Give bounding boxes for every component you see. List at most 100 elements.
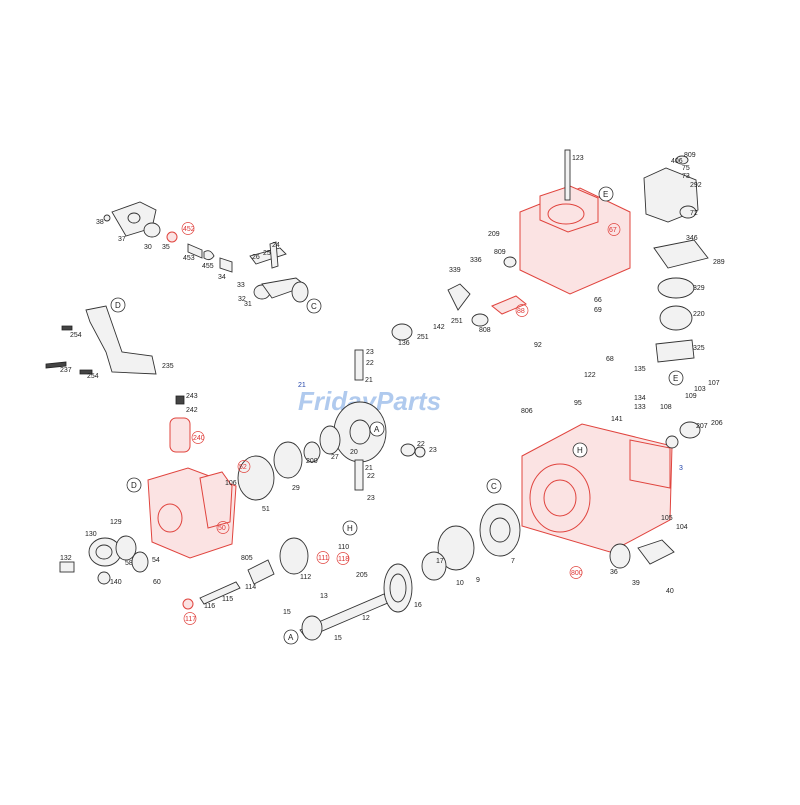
part-number-label: 132 [60, 555, 72, 562]
red-callout-ring [216, 521, 230, 534]
part-number-label: 69 [594, 307, 602, 314]
assembly-ref-label: E [673, 374, 678, 383]
part-number-label: 122 [584, 372, 596, 379]
part-number-label: 58 [125, 560, 133, 567]
part-number-label: 95 [574, 400, 582, 407]
part-number-label: 88 [517, 308, 525, 315]
part-number-label: 242 [186, 407, 198, 414]
part-number-label: 240 [193, 435, 205, 442]
mounting-bracket-d [45, 305, 157, 375]
part-number-label: 105 [661, 515, 673, 522]
part-number-label: 140 [110, 579, 122, 586]
part-number-label: 453 [183, 255, 195, 262]
part-number-label: 141 [611, 416, 623, 423]
part-number-label: 37 [118, 236, 126, 243]
assembly-ref-label: A [374, 425, 380, 434]
part-number-label: 104 [676, 524, 688, 531]
part-number-label: 31 [244, 301, 252, 308]
part-number-label: 20 [350, 449, 358, 456]
part-number-label: 22 [367, 473, 375, 480]
part-number-label: 206 [711, 420, 723, 427]
assembly-ref-label: D [131, 481, 137, 490]
part-number-label: 809 [494, 249, 506, 256]
part-number-label: 135 [634, 366, 646, 373]
part-number-label: 107 [708, 380, 720, 387]
red-callout-ring [336, 552, 350, 565]
red-callout-ring [183, 612, 197, 625]
red-callout-ring [316, 551, 330, 564]
lever-assembly-c [103, 201, 309, 303]
part-number-label: 346 [686, 235, 698, 242]
part-number-label: 106 [225, 480, 237, 487]
governor-parts-e [643, 155, 709, 363]
part-number-label: 24 [272, 242, 280, 249]
part-number-label: 50 [218, 525, 226, 532]
part-number-label: 220 [693, 311, 705, 318]
part-number-label: 52 [239, 464, 247, 471]
part-number-label: 800 [571, 570, 583, 577]
part-number-label: 33 [237, 282, 245, 289]
part-number-label: 34 [218, 274, 226, 281]
part-number-label: 329 [693, 285, 705, 292]
part-number-label: 452 [183, 226, 195, 233]
red-callout-ring [515, 304, 529, 317]
part-number-label: 39 [632, 580, 640, 587]
part-number-label: 205 [356, 572, 368, 579]
part-number-label: 325 [693, 345, 705, 352]
part-number-label: 251 [451, 318, 463, 325]
part-number-label: 21 [365, 465, 373, 472]
part-number-label: 12 [362, 615, 370, 622]
part-number-label: 289 [713, 259, 725, 266]
part-number-label: 16 [414, 602, 422, 609]
part-number-label: 237 [60, 367, 72, 374]
assembly-ref-label: H [347, 524, 353, 533]
part-number-label: 136 [398, 340, 410, 347]
part-number-label: 133 [634, 404, 646, 411]
part-number-label: 23 [429, 447, 437, 454]
part-number-label: 292 [690, 182, 702, 189]
part-number-label: 21 [298, 382, 306, 389]
part-number-label: 108 [660, 404, 672, 411]
cam-plate-a [237, 349, 426, 501]
part-number-label: 110 [338, 544, 349, 551]
part-number-label: 118 [338, 556, 349, 563]
part-number-label: 54 [152, 557, 160, 564]
part-number-label: 254 [87, 373, 99, 380]
assembly-ref-label: C [491, 482, 497, 491]
part-number-label: 25 [263, 250, 271, 257]
part-number-label: 75 [682, 165, 690, 172]
drive-shaft-a [182, 537, 413, 641]
part-number-label: 38 [96, 219, 104, 226]
part-number-label: 200 [306, 458, 318, 465]
part-number-label: 134 [634, 395, 646, 402]
part-number-label: 72 [690, 210, 698, 217]
part-number-label: 13 [320, 593, 328, 600]
part-number-label: 26 [252, 254, 260, 261]
assembly-ref-label: E [603, 190, 608, 199]
assembly-ref-label: C [311, 302, 317, 311]
part-number-label: 112 [300, 574, 311, 581]
part-number-label: 66 [594, 297, 602, 304]
red-callout-ring [191, 431, 205, 444]
part-number-label: 235 [162, 363, 174, 370]
part-number-label: 30 [144, 244, 152, 251]
part-number-label: 73 [682, 173, 690, 180]
part-number-label: 209 [488, 231, 500, 238]
part-number-label: 21 [365, 377, 373, 384]
part-number-label: 9 [476, 577, 480, 584]
assembly-ref-label: A [288, 633, 294, 642]
part-number-label: 23 [366, 349, 374, 356]
part-number-label: 22 [366, 360, 374, 367]
part-number-label: 22 [417, 441, 425, 448]
assembly-ref-label: H [577, 446, 583, 455]
part-number-label: 115 [222, 596, 233, 603]
part-number-label: 7 [511, 558, 515, 565]
part-number-label: 15 [283, 609, 291, 616]
part-number-label: 109 [685, 393, 697, 400]
red-callout-ring [607, 223, 621, 236]
part-number-label: 40 [666, 588, 674, 595]
part-number-label: 808 [479, 327, 491, 334]
part-number-label: 207 [696, 423, 708, 430]
